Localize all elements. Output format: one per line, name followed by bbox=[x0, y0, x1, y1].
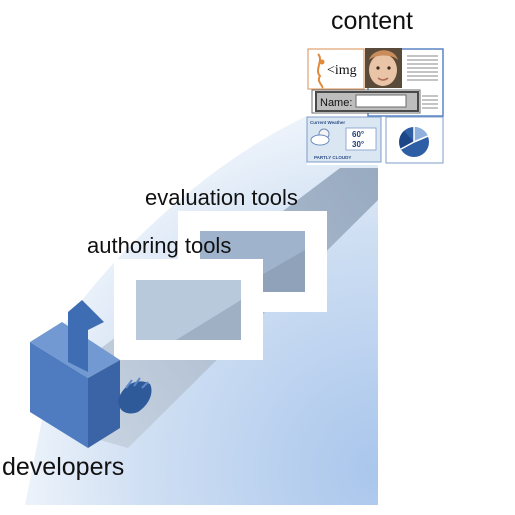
weather-high: 60° bbox=[352, 130, 364, 139]
child-portrait-icon bbox=[365, 48, 402, 88]
pie-chart-icon bbox=[385, 116, 444, 164]
arrow-up-icon bbox=[68, 300, 104, 372]
content-panel: <img Name: Current Weather 60° 30° PARTL… bbox=[306, 47, 444, 165]
name-input-box bbox=[355, 94, 407, 108]
developers-label: developers bbox=[2, 453, 125, 481]
img-tag-text: <img bbox=[327, 63, 357, 78]
hand-icon bbox=[118, 377, 152, 414]
weather-condition: PARTLY CLOUDY bbox=[314, 155, 351, 160]
name-field-sample: Name: bbox=[311, 89, 421, 114]
name-field-label: Name: bbox=[320, 97, 352, 109]
weather-low: 30° bbox=[352, 140, 364, 149]
authoring-tools-label: authoring tools bbox=[87, 233, 232, 258]
weather-title: Current Weather bbox=[310, 120, 345, 125]
cloud-sun-icon bbox=[310, 128, 330, 146]
authoring-tools-frame bbox=[114, 259, 263, 360]
weather-widget: Current Weather 60° 30° PARTLY CLOUDY bbox=[306, 116, 382, 163]
content-label: content bbox=[331, 7, 414, 35]
developer-figure bbox=[30, 300, 152, 448]
img-tag-sample: <img bbox=[307, 48, 365, 90]
evaluation-tools-label: evaluation tools bbox=[145, 185, 298, 210]
